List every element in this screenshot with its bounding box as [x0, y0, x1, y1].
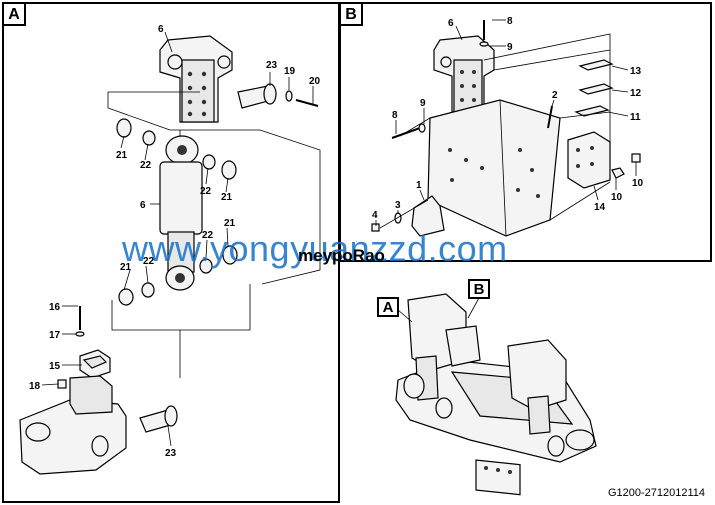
overview-callout-a: A [377, 297, 399, 317]
label-b-14: 14 [594, 202, 606, 213]
label-a-19: 19 [284, 66, 296, 77]
label-a-22-lower-left: 22 [143, 256, 155, 267]
label-b-10-right: 10 [632, 178, 644, 189]
label-a-22-upper-left: 22 [140, 160, 152, 171]
shim-plates-b [574, 59, 614, 117]
leader-lines-b [375, 19, 637, 226]
label-b-9-top: 9 [507, 42, 513, 53]
label-a-6-top: 6 [158, 24, 164, 35]
label-a-17: 17 [49, 330, 61, 341]
mounting-plate-b [427, 99, 561, 237]
label-a-18: 18 [29, 381, 41, 392]
drawing-number: G1200-2712012114 [607, 487, 705, 499]
axle-assembly-overview [395, 293, 597, 496]
strut-cylinder [159, 135, 203, 291]
label-a-22-lower-right: 22 [202, 230, 214, 241]
label-a-6-cylinder: 6 [140, 200, 146, 211]
label-b-1: 1 [416, 180, 422, 191]
lower-fasteners-a [57, 306, 111, 389]
overview-callout-b: B [468, 279, 490, 299]
upper-bracket-b [433, 35, 495, 113]
label-a-21-lower-right: 21 [224, 218, 236, 229]
upper-bracket-a [159, 35, 233, 123]
block-14-b [567, 131, 611, 189]
label-b-6: 6 [448, 18, 454, 29]
label-a-16: 16 [49, 302, 61, 313]
label-b-3: 3 [395, 200, 401, 211]
label-b-11: 11 [630, 112, 641, 123]
label-b-2: 2 [552, 90, 558, 101]
leader-lines-a [41, 31, 314, 447]
label-a-23-bottom: 23 [165, 448, 177, 459]
bearings-a [116, 118, 238, 306]
label-a-22-upper-right: 22 [200, 186, 212, 197]
label-b-10-left: 10 [611, 192, 623, 203]
panel-a-tag: A [4, 4, 26, 26]
watermark-text: www.yongyuanzzd.com [122, 228, 508, 269]
pin-assembly-a [237, 83, 319, 109]
label-a-23-top: 23 [266, 60, 278, 71]
label-a-21-upper-right: 21 [221, 192, 233, 203]
axle-end-a [19, 375, 178, 475]
label-b-9-left: 9 [420, 98, 426, 109]
label-b-8-top: 8 [507, 16, 513, 27]
label-b-8-left: 8 [392, 110, 398, 121]
part-labels-a: 6 23 19 20 21 22 22 21 6 21 22 21 22 16 … [29, 24, 321, 459]
label-a-20: 20 [309, 76, 321, 87]
label-a-21-upper-left: 21 [116, 150, 128, 161]
label-b-4: 4 [372, 210, 378, 221]
label-a-21-lower-left: 21 [120, 262, 132, 273]
panel-b: B [339, 2, 712, 262]
part-labels-b: 6 8 9 13 12 11 2 8 9 1 10 10 14 4 3 [372, 16, 644, 221]
label-b-12: 12 [630, 88, 642, 99]
label-b-13: 13 [630, 66, 642, 77]
panel-b-tag: B [341, 4, 363, 26]
overlay-text: meypoRao [298, 246, 385, 265]
label-a-15: 15 [49, 361, 61, 372]
